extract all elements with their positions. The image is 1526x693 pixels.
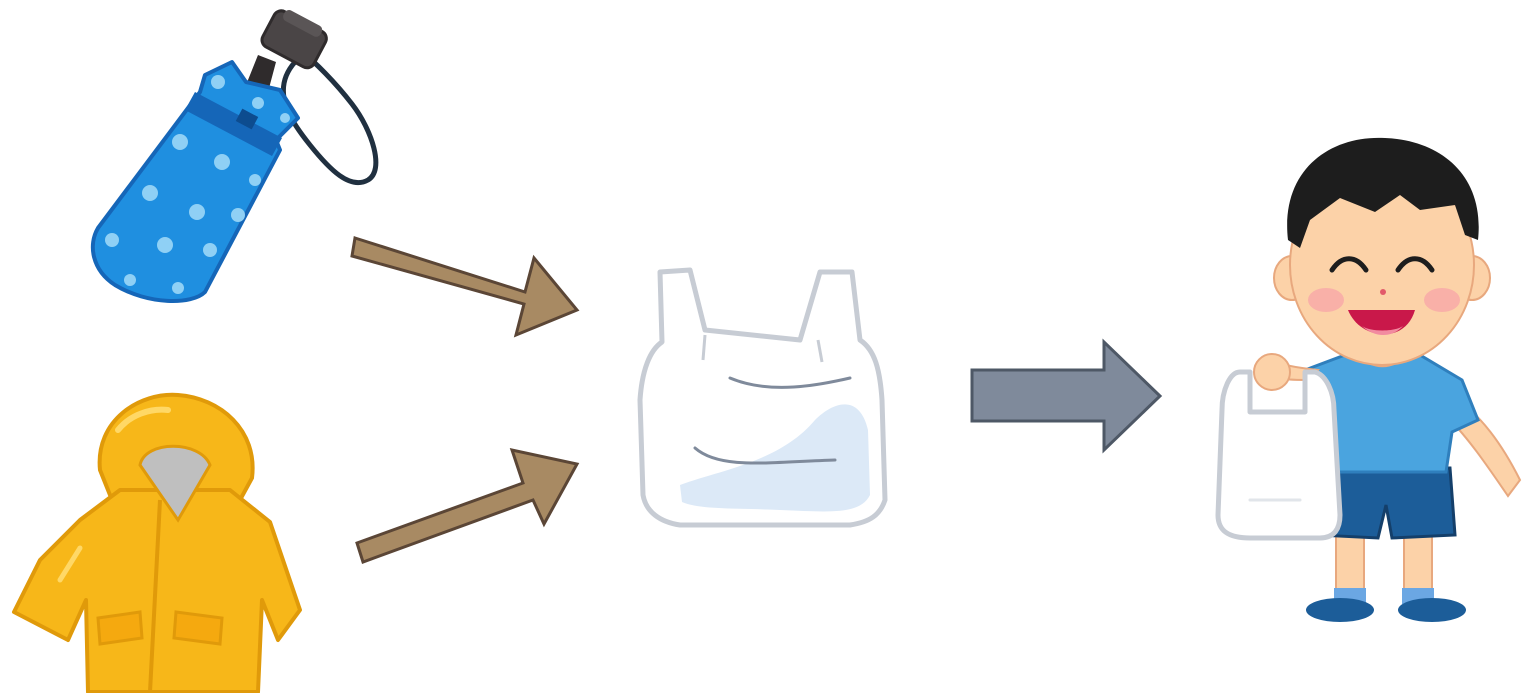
arrow-right-icon: [970, 338, 1163, 454]
raincoat-icon: [12, 392, 302, 693]
boy-holding-bag-icon: [1215, 137, 1522, 622]
arrow-right-icon: [350, 236, 580, 338]
folding-umbrella-icon: [90, 9, 379, 304]
plastic-bag-icon: [637, 267, 888, 528]
arrow-right-icon: [355, 447, 580, 564]
